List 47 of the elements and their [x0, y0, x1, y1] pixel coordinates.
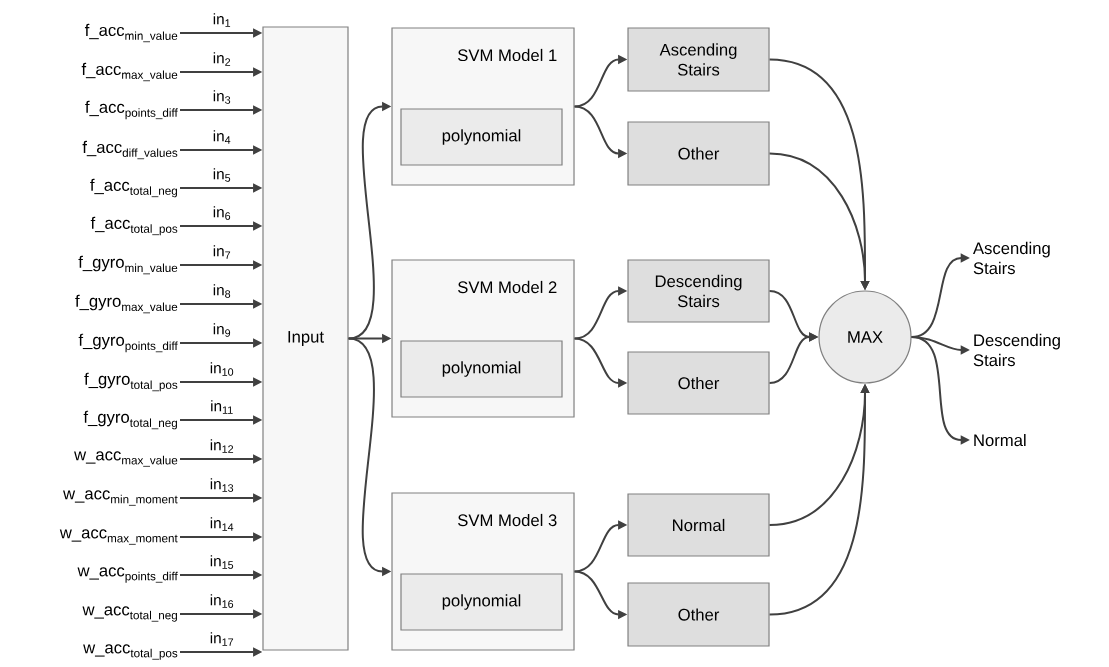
edge-label: in$_{2}$ — [212, 51, 232, 67]
edge-label: in$_{1}$ — [212, 12, 232, 28]
output-label: Ascending Stairs — [973, 241, 1050, 275]
output-label: Normal — [974, 433, 1026, 447]
class-box: Descending Stairs — [627, 259, 770, 323]
edge-label: in$_{5}$ — [212, 167, 232, 183]
class-box: Other — [627, 582, 770, 647]
feature-label: $\text{f\_acc}_{\text{total\_neg}}$ — [90, 178, 177, 198]
edge-label: in$_{7}$ — [212, 244, 232, 260]
class-box: Other — [627, 351, 770, 415]
feature-label: $\text{w\_acc}_{\text{total\_pos}}$ — [83, 644, 178, 660]
model-box: Input — [262, 26, 349, 651]
feature-label: $\text{f\_acc}_{\text{min\_value}}$ — [84, 23, 178, 43]
feature-label: $\text{f\_gyro}_{\text{total\_pos}}$ — [84, 372, 178, 392]
feature-label: $\text{f\_gyro}_{\text{total\_neg}}$ — [83, 410, 177, 430]
feature-label: $\text{f\_gyro}_{\text{max\_value}}$ — [75, 294, 178, 314]
feature-label: $\text{w\_acc}_{\text{points\_diff}}$ — [77, 567, 178, 583]
feature-label: $\text{f\_acc}_{\text{max\_value}}$ — [81, 62, 178, 82]
output-label: Descending Stairs — [973, 333, 1060, 367]
edge-label: in$_{4}$ — [212, 129, 232, 145]
feature-label: $\text{f\_gyro}_{\text{points\_diff}}$ — [78, 333, 178, 353]
edge-label: in$_{13}$ — [209, 477, 235, 493]
kernel-box: polynomial — [400, 573, 563, 631]
edge-label: in$_{9}$ — [212, 322, 232, 338]
class-box: Other — [627, 121, 770, 186]
edge-label: in$_{14}$ — [209, 516, 235, 532]
kernel-box: polynomial — [400, 108, 563, 166]
feature-label: $\text{w\_acc}_{\text{min\_moment}}$ — [63, 490, 178, 506]
edge-label: in$_{16}$ — [209, 593, 235, 609]
feature-label: $\text{f\_acc}_{\text{total\_pos}}$ — [90, 216, 178, 236]
edge-label: in$_{12}$ — [209, 438, 235, 454]
class-box: Ascending Stairs — [627, 27, 770, 92]
class-box: Normal — [627, 493, 770, 557]
feature-label: $\text{w\_acc}_{\text{total\_neg}}$ — [82, 606, 177, 622]
feature-label: $\text{w\_acc}_{\text{max\_moment}}$ — [59, 529, 178, 545]
edge-label: in$_{3}$ — [212, 89, 232, 105]
feature-label: $\text{f\_acc}_{\text{points\_diff}}$ — [85, 100, 178, 120]
feature-label: $\text{f\_acc}_{\text{diff\_values}}$ — [82, 140, 178, 160]
edge-label: in$_{17}$ — [209, 631, 235, 647]
edge-label: in$_{11}$ — [209, 399, 235, 415]
edge-label: in$_{6}$ — [212, 205, 232, 221]
feature-label: $\text{f\_gyro}_{\text{min\_value}}$ — [78, 255, 178, 275]
feature-label: $\text{w\_acc}_{\text{max\_value}}$ — [74, 451, 178, 467]
kernel-box: polynomial — [400, 340, 563, 398]
edge-label: in$_{10}$ — [209, 361, 235, 377]
edge-label: in$_{15}$ — [209, 554, 235, 570]
edge-label: in$_{8}$ — [212, 283, 232, 299]
